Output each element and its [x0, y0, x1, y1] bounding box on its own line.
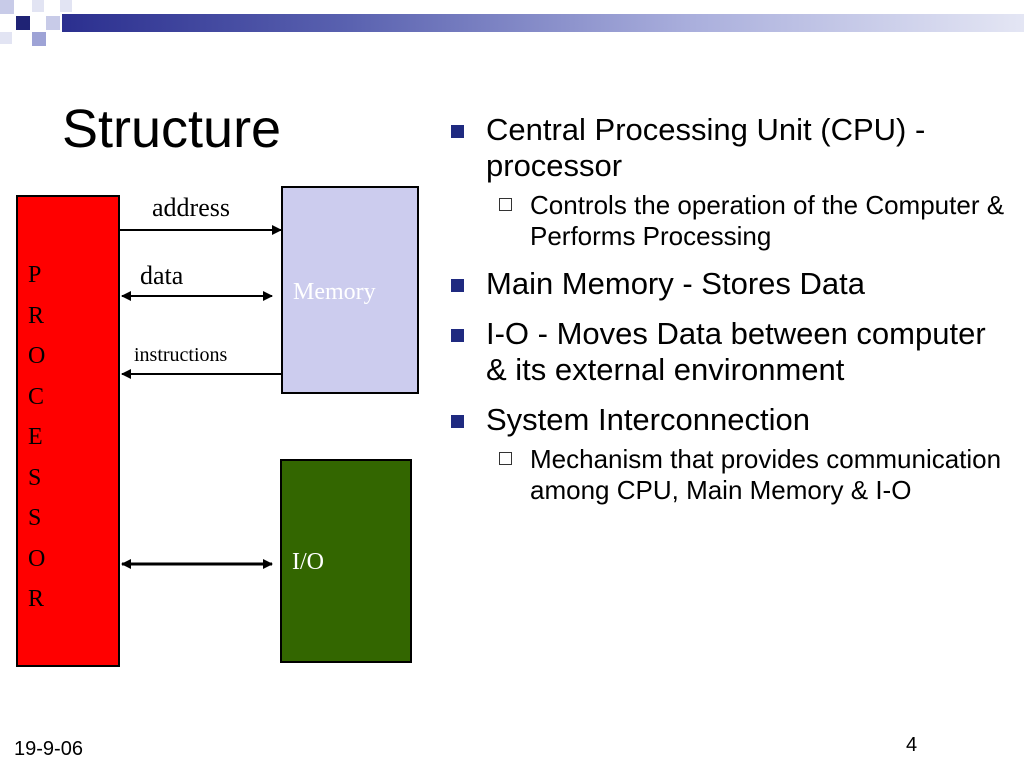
bullet-text: I-O - Moves Data between computer & its …	[486, 316, 986, 387]
footer-date: 19-9-06	[14, 738, 83, 760]
address-label: address	[152, 193, 230, 222]
data-label: data	[140, 261, 184, 290]
bullet-text: System Interconnection	[486, 402, 810, 437]
sub-bullet-item: Controls the operation of the Computer &…	[448, 190, 1008, 252]
square-bullet-icon	[451, 329, 464, 342]
memory-label: Memory	[293, 279, 376, 305]
processor-letter: S	[28, 505, 42, 531]
decor-square	[32, 32, 46, 46]
bullet-item: Central Processing Unit (CPU) - processo…	[448, 112, 1008, 184]
processor-letter: C	[28, 383, 45, 410]
header-gradient-bar	[62, 14, 1024, 32]
square-bullet-icon	[451, 279, 464, 292]
slide-title: Structure	[62, 99, 282, 159]
sub-bullet-item: Mechanism that provides communication am…	[448, 444, 1008, 506]
hollow-square-bullet-icon	[499, 198, 512, 211]
decor-square	[46, 16, 60, 30]
bullet-item: System Interconnection	[448, 402, 1008, 438]
decor-square	[0, 0, 14, 14]
memory-box: Memory	[281, 186, 419, 394]
decor-square	[16, 16, 30, 30]
processor-letter: R	[28, 586, 45, 612]
bullet-item: Main Memory - Stores Data	[448, 266, 1008, 302]
page-number: 4	[906, 734, 918, 756]
sub-bullet-text: Controls the operation of the Computer &…	[530, 190, 1005, 251]
processor-letter: S	[28, 464, 42, 491]
square-bullet-icon	[451, 415, 464, 428]
processor-letter: P	[28, 262, 42, 288]
bullet-list: Central Processing Unit (CPU) - processo…	[448, 112, 1008, 520]
decor-square	[32, 0, 44, 12]
processor-letter: O	[28, 545, 46, 572]
bullet-text: Central Processing Unit (CPU) - processo…	[486, 112, 926, 183]
processor-letter: O	[28, 343, 46, 369]
hollow-square-bullet-icon	[499, 452, 512, 465]
sub-bullet-text: Mechanism that provides communication am…	[530, 444, 1002, 505]
processor-letter: R	[28, 302, 45, 329]
square-bullet-icon	[451, 125, 464, 138]
decor-square	[0, 32, 12, 44]
bullet-text: Main Memory - Stores Data	[486, 266, 865, 301]
processor-letter: E	[28, 424, 43, 450]
io-label: I/O	[292, 549, 324, 575]
instructions-label: instructions	[134, 344, 228, 366]
decor-square	[60, 0, 72, 12]
bullet-item: I-O - Moves Data between computer & its …	[448, 316, 1008, 388]
io-box: I/O	[280, 459, 412, 663]
